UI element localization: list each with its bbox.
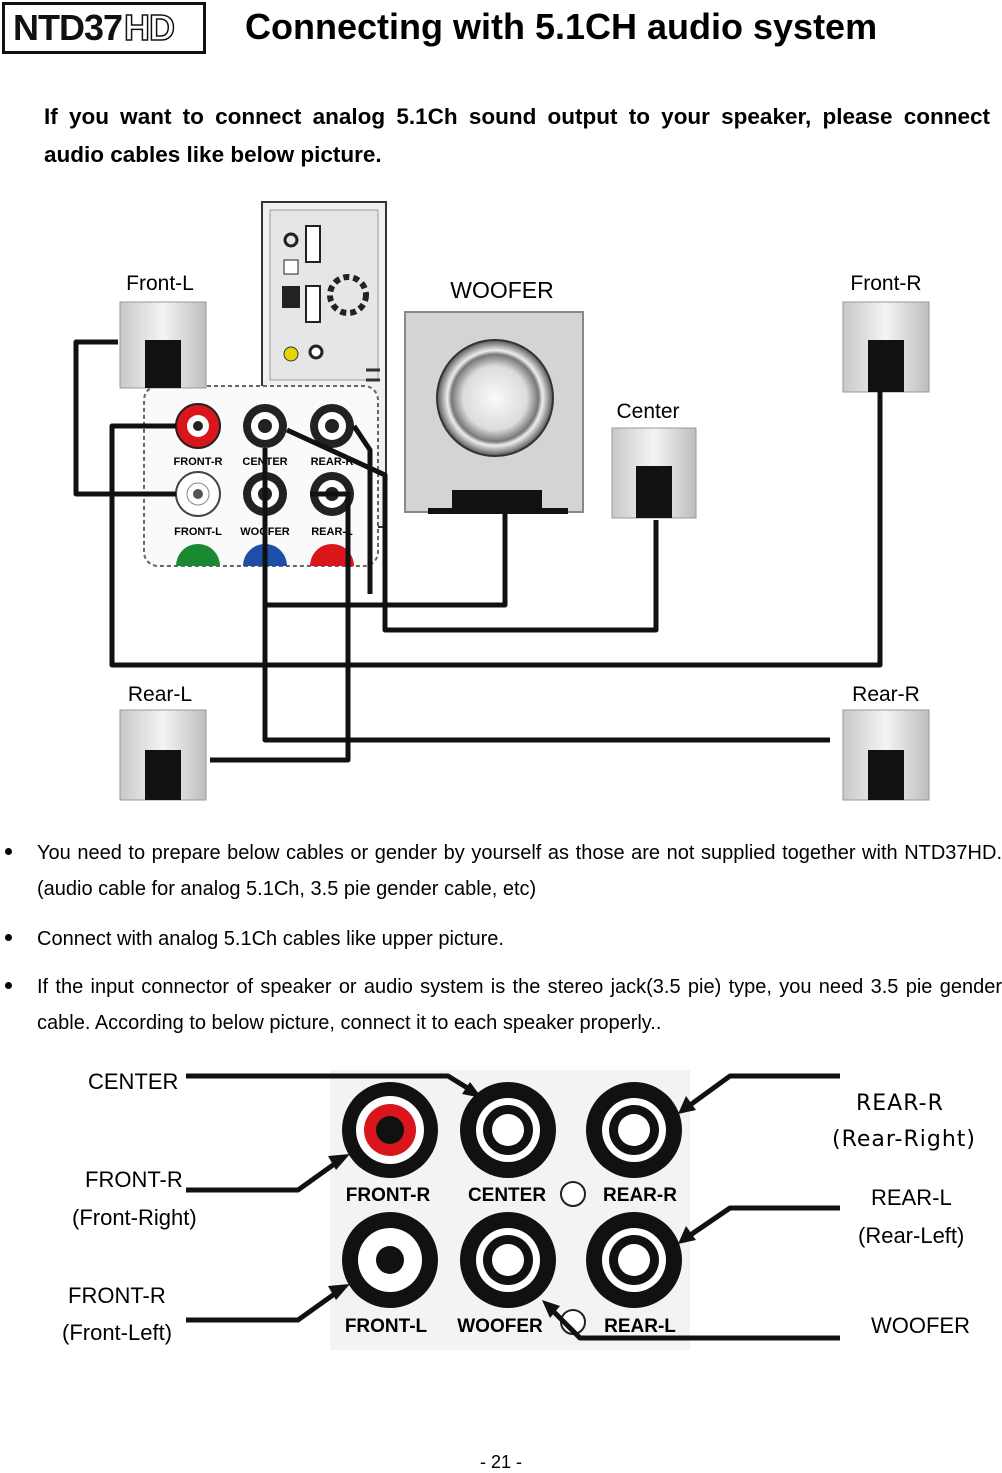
logo-main-text: NTD37: [13, 7, 123, 48]
speaker-woofer: WOOFER: [404, 277, 584, 514]
closeup-jack-front-r: [342, 1082, 438, 1178]
cables: [73, 339, 883, 763]
closeup-jack-center: [460, 1082, 556, 1178]
label-rear-l-desc: (Rear-Left): [858, 1223, 965, 1248]
closeup-jack-front-l: [342, 1212, 438, 1308]
closeup-jack-woofer: [460, 1212, 556, 1308]
pointer-woofer: [548, 1306, 840, 1341]
logo-suffix-text: HD: [123, 6, 176, 49]
label-woofer: WOOFER: [871, 1313, 970, 1338]
closeup-jack-rear-r: [586, 1082, 682, 1178]
bullet-icon: [5, 848, 12, 855]
jack-label-rear-r: REAR-R: [311, 456, 354, 468]
page-title: Connecting with 5.1CH audio system: [245, 6, 878, 47]
note-item: You need to prepare below cables or gend…: [5, 835, 1002, 907]
cable-front-r: [109, 390, 883, 668]
speaker-label-woofer: WOOFER: [450, 277, 554, 303]
closeup-label-front-r: FRONT-R: [346, 1185, 431, 1206]
note-item: Connect with analog 5.1Ch cables like up…: [5, 921, 1002, 957]
cable-center-spk: [285, 427, 659, 633]
speaker-label-rear-l: Rear-L: [128, 683, 192, 706]
label-front-l-desc: (Front-Left): [62, 1320, 173, 1345]
intro-text: If you want to connect analog 5.1Ch soun…: [44, 104, 990, 167]
jack-green: [176, 544, 220, 566]
speaker-front-left: Front-L: [119, 272, 207, 389]
speaker-front-right: Front-R: [842, 272, 930, 393]
pointer-lines: [186, 1073, 840, 1341]
jack-red: [310, 544, 354, 566]
bullet-icon: [5, 934, 12, 941]
cable-rear-l: [210, 491, 351, 763]
connector-closeup: FRONT-R CENTER REAR-R FRONT-L WOOFER REA…: [186, 1070, 840, 1350]
bullet-icon: [5, 982, 12, 989]
cable-rear-r: [351, 424, 373, 594]
closeup-label-rear-r: REAR-R: [603, 1185, 677, 1206]
label-front-r-name: FRONT-R: [85, 1167, 183, 1192]
closeup-jack-rear-l: [586, 1212, 682, 1308]
label-front-l-name: FRONT-R: [68, 1283, 166, 1308]
label-center: CENTER: [88, 1069, 179, 1094]
closeup-label-woofer: WOOFER: [457, 1316, 543, 1337]
pointer-rear-l: [684, 1205, 840, 1241]
speaker-label-front-r: Front-R: [850, 272, 921, 295]
jack-label-front-l: FRONT-L: [174, 526, 222, 538]
speaker-label-rear-r: Rear-R: [852, 683, 920, 706]
label-rear-r-desc: (Rear-Right): [832, 1127, 976, 1152]
speaker-center: Center: [611, 400, 697, 519]
pointer-center: [186, 1073, 476, 1095]
jack-label-front-r: FRONT-R: [174, 456, 223, 468]
jack-center: [243, 404, 287, 448]
label-rear-l-name: REAR-L: [871, 1185, 952, 1210]
label-rear-r-name: REAR-R: [856, 1091, 944, 1116]
jack-front-r: [175, 403, 221, 449]
speaker-label-center: Center: [616, 400, 679, 423]
page-number: - 21 -: [479, 1452, 522, 1472]
closeup-label-center: CENTER: [468, 1185, 546, 1206]
speaker-rear-left: Rear-L: [119, 683, 207, 801]
cable-front-l: [73, 339, 176, 497]
jack-rear-r: [310, 404, 354, 448]
speaker-label-front-l: Front-L: [126, 272, 194, 295]
note-text: You need to prepare below cables or gend…: [37, 842, 1002, 900]
closeup-label-front-l: FRONT-L: [345, 1316, 428, 1337]
pointer-front-r: [186, 1157, 342, 1193]
note-item: If the input connector of speaker or aud…: [5, 969, 1002, 1041]
note-text: Connect with analog 5.1Ch cables like up…: [37, 928, 504, 950]
jack-label-rear-l: REAR-L: [311, 526, 353, 538]
pointer-arrowheads: [328, 1082, 696, 1318]
ntd37hd-logo: NTD37 HD: [2, 2, 206, 54]
note-text: If the input connector of speaker or aud…: [37, 976, 1002, 1034]
pointer-rear-r: [684, 1073, 840, 1111]
pointer-front-l: [186, 1287, 342, 1323]
label-front-r-desc: (Front-Right): [72, 1205, 197, 1230]
closeup-label-rear-l: REAR-L: [604, 1316, 676, 1337]
speaker-rear-right: Rear-R: [842, 683, 930, 801]
wiring-diagram: FRONT-R CENTER REAR-R FRONT-L WOOFER REA…: [73, 201, 930, 801]
jack-front-l: [175, 471, 221, 517]
closeup-led: [560, 1181, 586, 1207]
